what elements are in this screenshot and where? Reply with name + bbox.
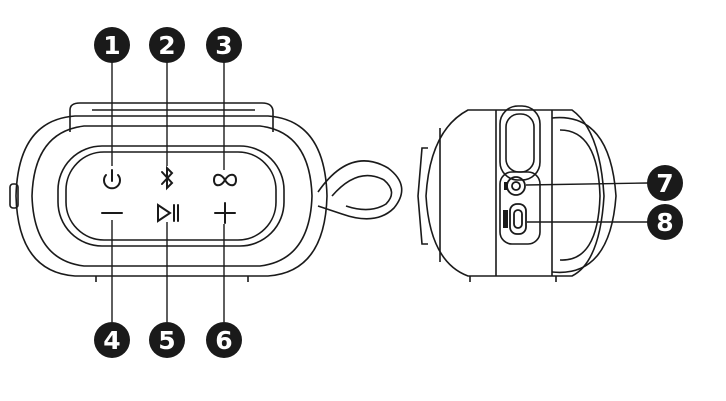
callout-7-label: 7 [656,169,673,198]
side-handle [499,105,541,181]
side-body [425,109,605,277]
control-panel [57,145,285,247]
callout-3-label: 3 [215,31,232,60]
side-handle-inner [505,113,535,173]
callout-6: 6 [206,322,242,358]
callout-5: 5 [149,322,185,358]
side-strap [551,116,617,274]
port-cover [499,171,541,245]
callout-4-label: 4 [103,326,120,355]
callout-5-label: 5 [158,326,175,355]
side-center-column [495,110,553,276]
callout-4: 4 [94,322,130,358]
plus-icon[interactable] [214,202,236,224]
usb-c-port-icon[interactable] [503,203,527,235]
callout-6-label: 6 [215,326,232,355]
side-speaker [417,105,617,282]
leader-line-7 [525,182,649,186]
side-button [9,183,19,209]
callout-2: 2 [149,27,185,63]
callout-7: 7 [647,165,683,201]
play-pause-icon[interactable] [157,203,179,223]
side-left-edge [417,147,428,245]
speaker-bumper [31,125,313,267]
control-panel-inner [65,151,277,241]
callout-1-label: 1 [103,31,120,60]
strap-loop [317,160,403,220]
power-icon[interactable] [103,169,121,190]
callout-8-label: 8 [656,208,673,237]
top-grip [69,102,274,132]
strap-loop-inner [331,174,393,211]
callout-8: 8 [647,204,683,240]
front-speaker [9,102,403,282]
callout-3: 3 [206,27,242,63]
callout-2-label: 2 [158,31,175,60]
bluetooth-icon[interactable] [161,165,174,191]
speaker-body-outer [15,115,328,277]
side-strap-inner [559,129,601,261]
audio-jack-icon[interactable] [504,176,526,196]
infinity-icon[interactable] [212,173,238,187]
callout-1: 1 [94,27,130,63]
